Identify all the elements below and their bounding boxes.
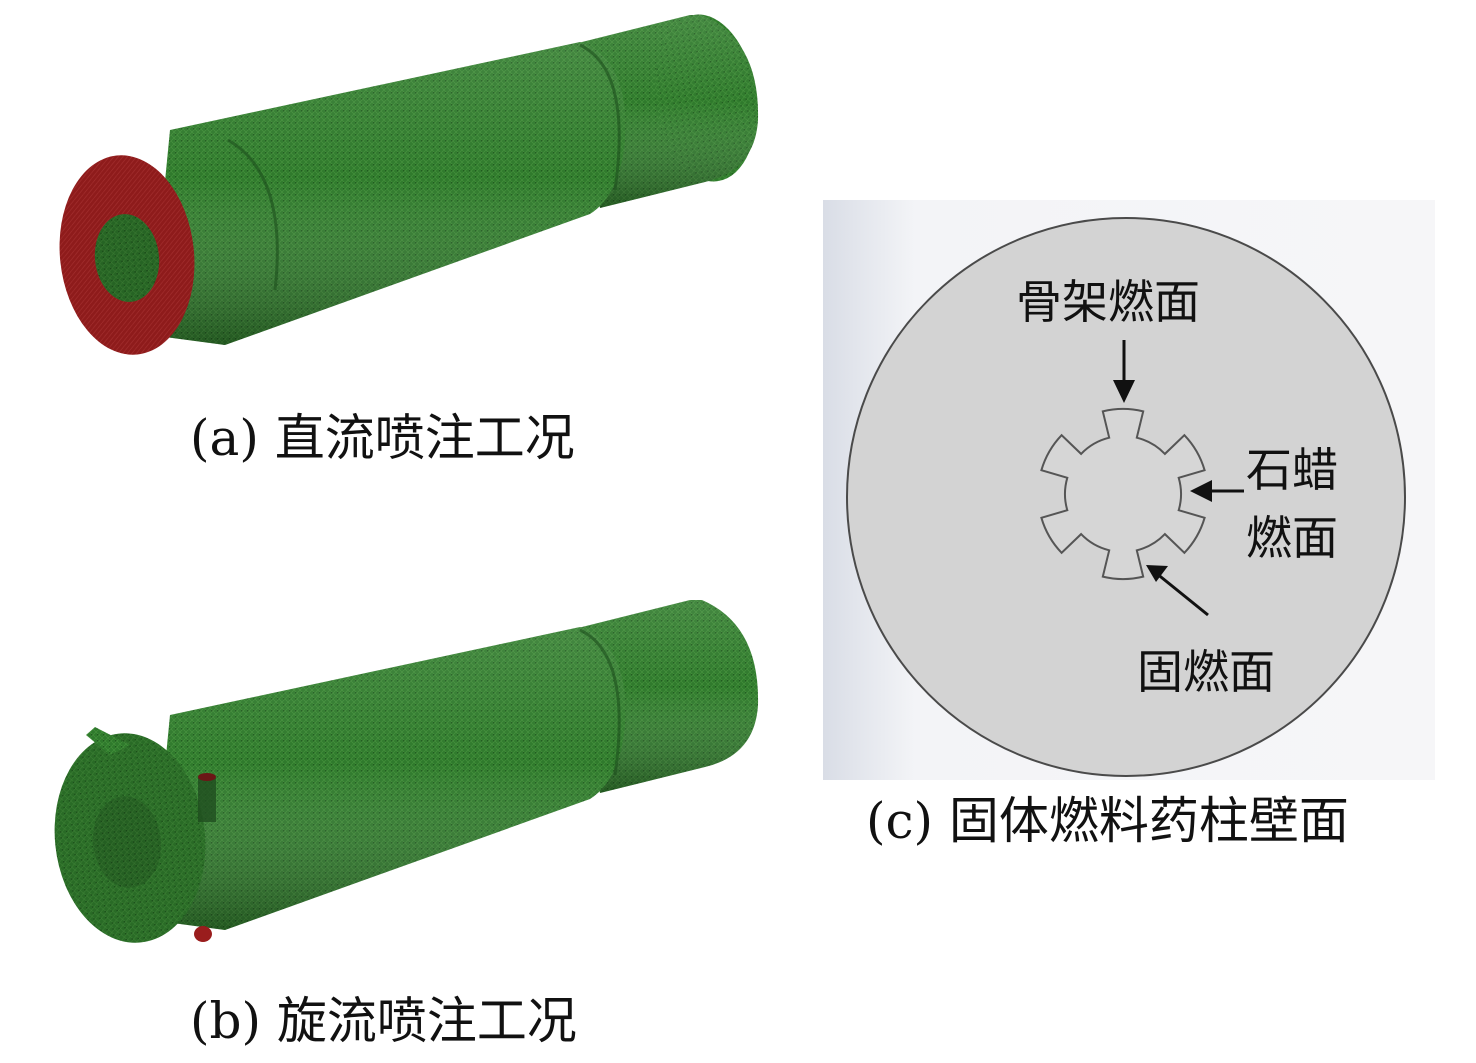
label-solid-surface: 固燃面 (1137, 645, 1275, 699)
caption-panel-a: (a) 直流喷注工况 (190, 409, 575, 467)
label-skeleton-surface: 骨架燃面 (1016, 275, 1200, 329)
caption-panel-c: (c) 固体燃料药柱壁面 (866, 792, 1349, 850)
panel-b-mesh (54, 600, 759, 943)
panel-b-front-face (54, 727, 216, 943)
arrow-paraffin-surface (1190, 480, 1244, 502)
caption-panel-b: (b) 旋流喷注工况 (190, 992, 577, 1050)
panel-c-diagram: 骨架燃面 石蜡 燃面 固燃面 (823, 200, 1435, 780)
panel-a-inlet-face (59, 155, 195, 355)
label-paraffin-line1: 石蜡 (1246, 443, 1338, 497)
label-paraffin-line2: 燃面 (1246, 511, 1338, 565)
arrow-skeleton-surface (1113, 340, 1135, 403)
star-shaped-port (1040, 407, 1206, 581)
arrow-solid-surface (1146, 565, 1209, 617)
panel-b-main-body (150, 627, 626, 930)
panel-a-main-body (150, 42, 626, 345)
panel-a-mesh (59, 14, 759, 355)
star-port-outline (1040, 407, 1206, 581)
